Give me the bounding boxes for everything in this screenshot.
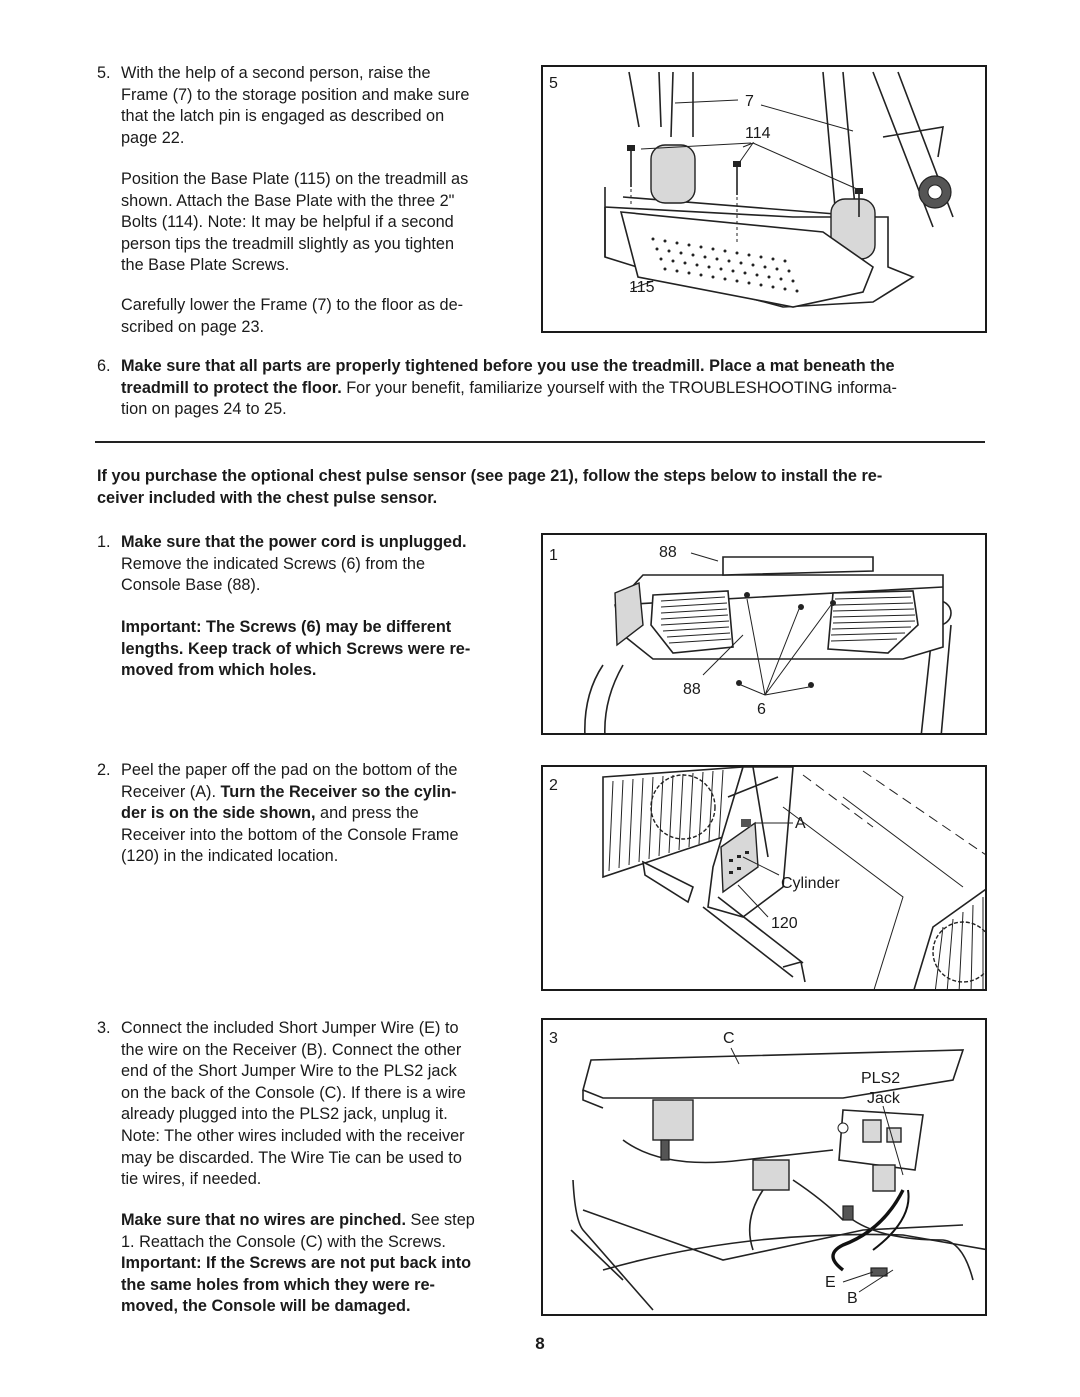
text-line: page 22.: [121, 128, 185, 147]
receiver-step-2-number: 2.: [97, 761, 111, 779]
screws-6: [736, 592, 836, 688]
figure-number: 2: [549, 777, 558, 794]
label-screws-6: 6: [757, 701, 766, 718]
important-line: the same holes from which they were re-: [121, 1275, 435, 1294]
receiver-step-1-important: Important: The Screws (6) may be differe…: [121, 617, 470, 682]
step-6-bold-1: Make sure that all parts are properly ti…: [121, 357, 895, 375]
step-6-bold-2: treadmill to protect the floor.: [121, 378, 342, 397]
text-line: Carefully lower the Frame (7) to the flo…: [121, 296, 464, 314]
text-line: on the back of the Console (C). If there…: [121, 1083, 466, 1102]
step-6-number: 6.: [97, 357, 111, 375]
text-line: may be discarded. The Wire Tie can be us…: [121, 1148, 462, 1167]
text-line: moved from which holes.: [121, 661, 317, 680]
label-base-plate-115: 115: [629, 279, 655, 296]
figure-3-drawing: [570, 1047, 985, 1311]
text-line: Console Base (88).: [121, 576, 261, 595]
important-line: moved, the Console will be damaged.: [121, 1297, 411, 1316]
text-line: (120) in the indicated location.: [121, 847, 339, 866]
label-frame-7: 7: [745, 93, 754, 110]
text-span: and press the: [315, 804, 419, 823]
label-bolts-114: 114: [745, 125, 771, 142]
label-receiver-a: A: [795, 815, 806, 832]
bolt-114-set: [627, 145, 863, 242]
step-6-line-3: tion on pages 24 to 25.: [121, 400, 287, 419]
text-line: Note: The other wires included with the …: [121, 1126, 465, 1145]
label-jack: Jack: [867, 1090, 900, 1107]
label-console-base-88: 88: [683, 681, 701, 698]
important-line: Important: If the Screws are not put bac…: [121, 1254, 472, 1273]
text-span: Receiver (A).: [121, 782, 221, 801]
plate-holes: [651, 237, 799, 293]
text-line: Connect the included Short Jumper Wire (…: [121, 1019, 459, 1037]
receiver-step-2-text: Peel the paper off the pad on the bottom…: [121, 760, 459, 868]
text-line: the Base Plate Screws.: [121, 256, 290, 275]
text-line: Remove the indicated Screws (6) from the: [121, 554, 426, 573]
figure-number: 3: [549, 1030, 558, 1047]
label-console-base-88-top: 88: [659, 544, 677, 561]
figure-number: 5: [549, 75, 558, 92]
text-line: scribed on page 23.: [121, 317, 265, 336]
text-line: the wire on the Receiver (B). Connect th…: [121, 1040, 462, 1059]
text-line: already plugged into the PLS2 jack, unpl…: [121, 1105, 448, 1124]
label-jumper-wire-e: E: [825, 1274, 836, 1291]
text-line: that the latch pin is engaged as describ…: [121, 107, 445, 126]
figure-5-drawing: [604, 71, 954, 308]
unplug-warning: Make sure that the power cord is unplugg…: [121, 533, 467, 551]
text-line: Receiver into the bottom of the Console …: [121, 825, 459, 844]
step-6-rest: For your benefit, familiarize yourself w…: [341, 378, 897, 397]
step-5-paragraph-3: Carefully lower the Frame (7) to the flo…: [121, 295, 463, 338]
figure-3-console-wiring: 3 C PLS2 Jack E B: [541, 1018, 987, 1316]
receiver-step-1-number: 1.: [97, 533, 111, 551]
intro-line-2: ceiver included with the chest pulse sen…: [97, 488, 438, 507]
label-pls2: PLS2: [861, 1070, 901, 1087]
text-line: Peel the paper off the pad on the bottom…: [121, 761, 458, 779]
receiver-step-1-text: Make sure that the power cord is unplugg…: [121, 532, 467, 597]
chest-pulse-intro: If you purchase the optional chest pulse…: [97, 466, 977, 509]
section-divider: [95, 441, 985, 443]
text-line: end of the Short Jumper Wire to the PLS2…: [121, 1062, 457, 1081]
step-5-paragraph-2: Position the Base Plate (115) on the tre…: [121, 169, 468, 277]
receiver-step-3-number: 3.: [97, 1019, 111, 1037]
text-line: person tips the treadmill slightly as yo…: [121, 234, 455, 253]
text-line: shown. Attach the Base Plate with the th…: [121, 191, 455, 210]
receiver-step-3-text: Connect the included Short Jumper Wire (…: [121, 1018, 466, 1191]
intro-line-1: If you purchase the optional chest pulse…: [97, 467, 883, 485]
figure-2-receiver: 2 A Cylinder 120: [541, 765, 987, 991]
text-line: lengths. Keep track of which Screws were…: [121, 639, 471, 658]
text-bold: der is on the side shown,: [121, 804, 316, 823]
label-console-frame-120: 120: [771, 915, 798, 932]
figure-1-console-base: 1 88 88 6: [541, 533, 987, 735]
figure-2-drawing: [602, 767, 985, 989]
step-6-text: Make sure that all parts are properly ti…: [121, 356, 981, 421]
text-line: tie wires, if needed.: [121, 1170, 262, 1189]
step-5-number: 5.: [97, 64, 111, 82]
figure-number: 1: [549, 547, 558, 564]
label-receiver-wire-b: B: [847, 1290, 858, 1307]
text-line: With the help of a second person, raise …: [121, 64, 431, 82]
text-line: Bolts (114). Note: It may be helpful if …: [121, 213, 454, 232]
text-line: Position the Base Plate (115) on the tre…: [121, 170, 469, 188]
text-bold: Turn the Receiver so the cylin-: [220, 782, 457, 801]
label-cylinder: Cylinder: [781, 875, 840, 892]
text-span: See step: [406, 1211, 475, 1229]
figure-5-base-plate: 5 7 114 115: [541, 65, 987, 333]
pinch-warning: Make sure that no wires are pinched.: [121, 1211, 407, 1229]
text-line: Important: The Screws (6) may be differe…: [121, 618, 452, 636]
receiver-step-3-pinch-note: Make sure that no wires are pinched. See…: [121, 1210, 475, 1318]
text-line: Frame (7) to the storage position and ma…: [121, 85, 470, 104]
text-line: 1. Reattach the Console (C) with the Scr…: [121, 1232, 446, 1251]
figure-1-drawing: [584, 552, 952, 733]
grille-lines: [608, 769, 724, 872]
step-5-paragraph-1: With the help of a second person, raise …: [121, 63, 469, 149]
page-number: 8: [535, 1334, 545, 1353]
label-console-c: C: [723, 1030, 735, 1047]
